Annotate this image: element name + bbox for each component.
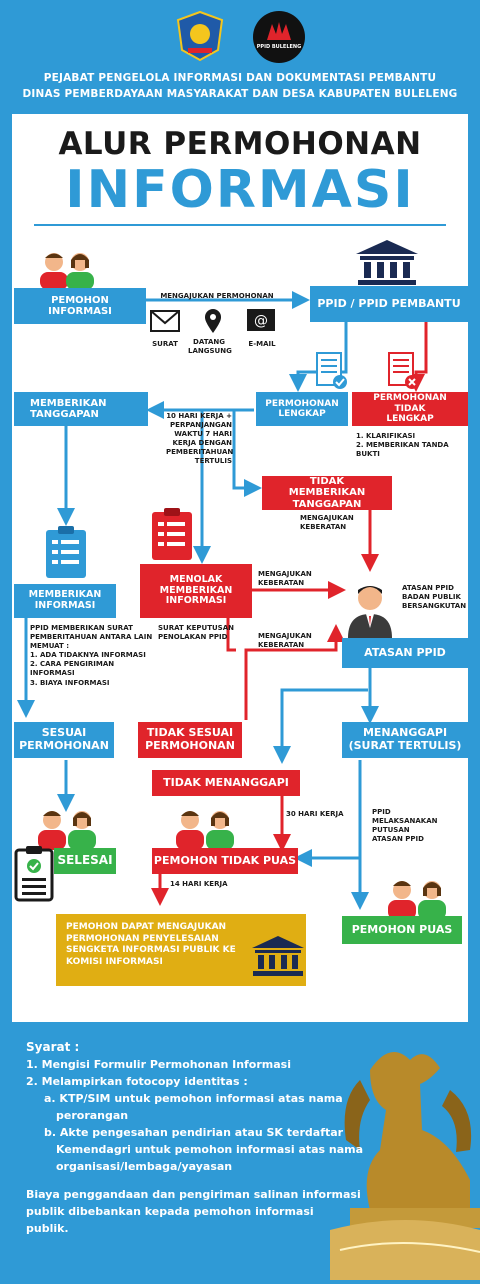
selesai-people-icon <box>30 806 106 850</box>
pemohon-tidak-puas-box: PEMOHON TIDAK PUAS <box>152 848 298 874</box>
memberikan-tanggapan-label: MEMBERIKAN TANGGAPAN <box>30 397 107 421</box>
document-check-icon <box>316 352 348 390</box>
government-logo <box>174 10 226 62</box>
syarat-item-2b-line-2: Kemendagri untuk pemohon informasi atas … <box>56 1143 364 1156</box>
svg-text:@: @ <box>254 313 268 329</box>
ppid-pembantu-label: PPID / PPID PEMBANTU <box>317 296 461 310</box>
mengajukan-keberatan-1: MENGAJUKAN KEBERATAN <box>300 514 354 532</box>
document-list-icon-red <box>150 508 194 562</box>
menanggapi-box: MENANGGAPI (SURAT TERTULIS) <box>342 722 468 758</box>
pemohon-puas-box: PEMOHON PUAS <box>342 916 462 944</box>
document-list-icon-blue <box>44 526 88 580</box>
datang-langsung-label: DATANG LANGSUNG <box>188 338 232 356</box>
atasan-ppid-note: ATASAN PPID BADAN PUBLIK BERSANGKUTAN <box>402 584 467 611</box>
pemohon-informasi-box: PEMOHON INFORMASI <box>14 288 146 324</box>
surat-label: SURAT <box>152 340 178 348</box>
permohonan-lengkap-label: PERMOHONAN LENGKAP <box>265 398 339 419</box>
syarat-item-2: 2. Melampirkan fotocopy identitas : <box>26 1075 248 1088</box>
pemohon-people-icon <box>32 250 102 290</box>
garuda-statue-image <box>330 1040 480 1280</box>
org-line-2: DINAS PEMBERDAYAAN MASYARAKAT DAN DESA K… <box>22 88 458 100</box>
atasan-ppid-box: ATASAN PPID <box>342 638 468 668</box>
syarat-title: Syarat : <box>26 1040 80 1054</box>
biaya-line-2: publik dibebankan kepada pemohon informa… <box>26 1205 314 1218</box>
mengajukan-permohonan-label: MENGAJUKAN PERMOHONAN <box>160 292 274 300</box>
selesai-label: SELESAI <box>57 853 113 868</box>
permohonan-lengkap-box: PERMOHONAN LENGKAP <box>256 392 348 426</box>
tiga-puluh-hari-label: 30 HARI KERJA <box>286 810 344 818</box>
tidak-menanggapi-box: TIDAK MENANGGAPI <box>152 770 300 796</box>
tidak-menanggapi-label: TIDAK MENANGGAPI <box>163 775 289 789</box>
sesuai-permohonan-label: SESUAI PERMOHONAN <box>19 726 109 752</box>
memberikan-informasi-box: MEMBERIKAN INFORMASI <box>14 584 116 618</box>
pemohon-puas-label: PEMOHON PUAS <box>351 922 453 936</box>
syarat-item-2b-line-1: b. Akte pengesahan pendirian atau SK ter… <box>44 1126 344 1139</box>
memberikan-informasi-note: PPID MEMBERIKAN SURAT PEMBERITAHUAN ANTA… <box>30 624 153 687</box>
surat-keputusan-note: SURAT KEPUTUSAN PENOLAKAN PPID <box>158 624 234 642</box>
org-line-1: PEJABAT PENGELOLA INFORMASI DAN DOKUMENT… <box>43 72 437 84</box>
syarat-item-1: 1. Mengisi Formulir Permohonan Informasi <box>26 1058 291 1071</box>
tidak-memberikan-tanggapan-label: TIDAK MEMBERIKAN TANGGAPAN <box>288 475 366 510</box>
tidak-puas-people-icon <box>168 806 244 850</box>
mengajukan-keberatan-2: MENGAJUKAN KEBERATAN <box>258 570 312 588</box>
atasan-ppid-label: ATASAN PPID <box>364 645 446 659</box>
email-icon: @ <box>246 308 276 332</box>
memberikan-informasi-label: MEMBERIKAN INFORMASI <box>28 589 102 611</box>
biaya-line-3: publik. <box>26 1222 69 1235</box>
ppid-pembantu-box: PPID / PPID PEMBANTU <box>310 286 468 322</box>
tidak-lengkap-note: 1. KLARIFIKASI 2. MEMBERIKAN TANDA BUKTI <box>356 432 449 459</box>
title-line-2: INFORMASI <box>65 160 415 220</box>
komisi-building-icon <box>250 934 306 978</box>
building-icon <box>354 238 420 286</box>
title-line-1: ALUR PERMOHONAN <box>58 126 422 162</box>
email-label: E-MAIL <box>248 340 276 348</box>
permohonan-tidak-lengkap-label: PERMOHONAN TIDAK LENGKAP <box>373 393 447 425</box>
title-underline <box>34 224 446 226</box>
location-pin-icon <box>204 308 222 334</box>
tidak-sesuai-permohonan-box: TIDAK SESUAI PERMOHONAN <box>138 722 242 758</box>
empat-belas-hari-label: 14 HARI KERJA <box>170 880 228 888</box>
puas-people-icon <box>380 876 456 920</box>
sengketa-label: PEMOHON DAPAT MENGAJUKAN PERMOHONAN PENY… <box>66 922 236 968</box>
syarat-item-2a-line-2: perorangan <box>56 1109 129 1122</box>
biaya-line-1: Biaya penggandaan dan pengiriman salinan… <box>26 1188 361 1201</box>
pemohon-tidak-puas-label: PEMOHON TIDAK PUAS <box>153 853 297 867</box>
mengajukan-keberatan-3: MENGAJUKAN KEBERATAN <box>258 632 312 650</box>
selesai-box: SELESAI <box>54 848 116 874</box>
ppid-melaksanakan-note: PPID MELAKSANAKAN PUTUSAN ATASAN PPID <box>372 808 438 844</box>
mail-icon <box>150 310 180 332</box>
menanggapi-label: MENANGGAPI (SURAT TERTULIS) <box>348 726 462 752</box>
menolak-memberikan-informasi-label: MENOLAK MEMBERIKAN INFORMASI <box>159 573 233 607</box>
tidak-memberikan-tanggapan-box: TIDAK MEMBERIKAN TANGGAPAN <box>262 476 392 510</box>
atasan-person-icon <box>344 582 396 638</box>
document-x-icon <box>388 352 420 390</box>
tidak-sesuai-permohonan-label: TIDAK SESUAI PERMOHONAN <box>145 726 235 752</box>
syarat-item-2b-line-3: organisasi/lembaga/yayasan <box>56 1160 233 1173</box>
clipboard-icon <box>14 844 54 902</box>
memberikan-tanggapan-box: MEMBERIKAN TANGGAPAN <box>14 392 148 426</box>
sesuai-permohonan-box: SESUAI PERMOHONAN <box>14 722 114 758</box>
ppid-buleleng-logo: PPID BULELENG <box>252 10 306 64</box>
syarat-item-2a-line-1: a. KTP/SIM untuk pemohon informasi atas … <box>44 1092 343 1105</box>
logo-text: PPID BULELENG <box>256 44 302 50</box>
pemohon-informasi-label: PEMOHON INFORMASI <box>48 294 112 318</box>
menolak-memberikan-informasi-box: MENOLAK MEMBERIKAN INFORMASI <box>140 564 252 618</box>
hari-kerja-note: 10 HARI KERJA + PERPANJANGAN WAKTU 7 HAR… <box>166 412 234 466</box>
permohonan-tidak-lengkap-box: PERMOHONAN TIDAK LENGKAP <box>352 392 468 426</box>
